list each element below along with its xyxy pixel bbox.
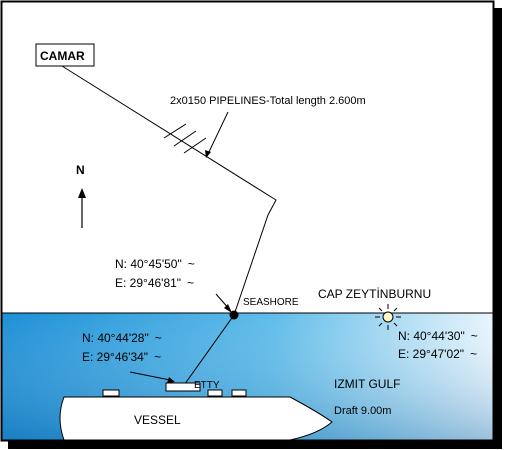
seashore-point xyxy=(229,310,239,320)
north-arrow-head xyxy=(78,188,86,198)
cape-coords-lon: E: 29°47'02" ~ xyxy=(398,348,477,360)
jetty-coords-lon: E: 29°46'34" ~ xyxy=(82,351,161,363)
jetty-leader-arrow xyxy=(167,377,175,383)
north-label: N xyxy=(76,163,85,177)
cape-lat-tilde: ~ xyxy=(470,329,478,343)
frame-shadow-right xyxy=(494,8,502,447)
seashore-coords-lon: E: 29°46'81" ~ xyxy=(115,277,194,289)
seashore-coords: N: 40°45'50" ~ xyxy=(115,258,195,270)
vessel-label: VESSEL xyxy=(134,413,181,427)
pipeline-hatch-3 xyxy=(183,137,207,154)
pipeline-label-leader xyxy=(207,111,229,155)
pipeline-route xyxy=(61,65,277,389)
seashore-lon: E: 29°46'81" xyxy=(115,276,182,290)
jetty-lon: E: 29°46'34" xyxy=(82,350,149,364)
jetty-dolphin-3 xyxy=(231,389,247,397)
cape-lon-tilde: ~ xyxy=(470,347,478,361)
seashore-lat-tilde: ~ xyxy=(187,257,195,271)
cape-lat: N: 40°44'30" xyxy=(398,329,465,343)
jetty-dolphin-1 xyxy=(102,389,120,397)
lighthouse-icon xyxy=(375,304,401,330)
jetty-coords: N: 40°44'28" ~ xyxy=(82,332,162,344)
pipeline-hatch-2 xyxy=(173,130,197,147)
jetty-dolphin-2 xyxy=(207,389,223,397)
pipeline-leader-arrow xyxy=(205,150,211,158)
jetty-lat: N: 40°44'28" xyxy=(82,331,149,345)
camar-label: CAMAR xyxy=(40,49,85,63)
jetty-leader xyxy=(129,371,171,381)
frame-shadow-bottom xyxy=(8,441,502,449)
cape-lon: E: 29°47'02" xyxy=(398,347,465,361)
vessel-hull xyxy=(59,396,333,441)
pipeline-hatch-1 xyxy=(163,123,187,139)
jetty-label: ETTY xyxy=(194,380,220,391)
gulf-label: IZMIT GULF xyxy=(334,377,401,391)
pipeline-label: 2x0150 PIPELINES-Total length 2.600m xyxy=(170,95,366,107)
cape-coords: N: 40°44'30" ~ xyxy=(398,330,478,342)
seashore-lon-tilde: ~ xyxy=(187,276,195,290)
cape-label: CAP ZEYTİNBURNU xyxy=(318,287,432,301)
seashore-leader-arrow xyxy=(224,304,232,313)
jetty-platform xyxy=(165,382,201,392)
jetty-lon-tilde: ~ xyxy=(154,350,162,364)
seashore-lat: N: 40°45'50" xyxy=(115,257,182,271)
draft-label: Draft 9.00m xyxy=(334,405,392,417)
jetty-lat-tilde: ~ xyxy=(154,331,162,345)
seashore-label: SEASHORE xyxy=(243,297,299,308)
camar-box xyxy=(35,43,95,67)
